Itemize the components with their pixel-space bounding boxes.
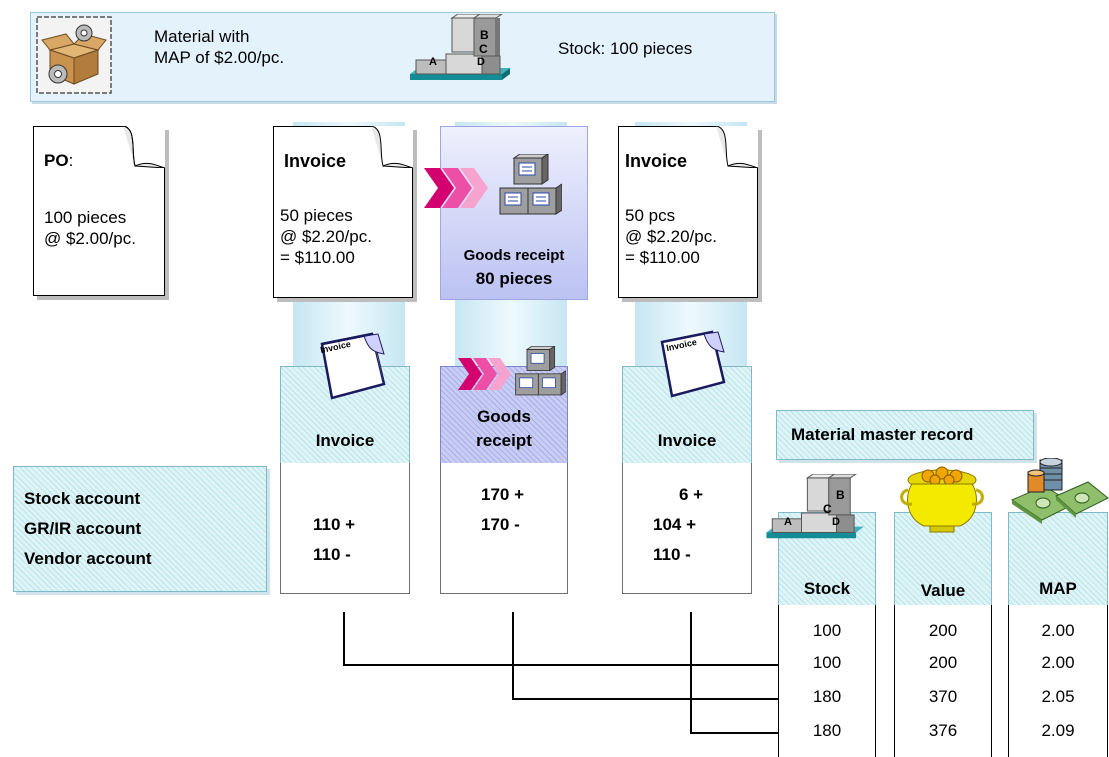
stock-text: Stock: 100 pieces	[558, 39, 693, 58]
invoice-document-1: Invoice 50 pieces @ $2.20/pc. = $110.00	[273, 126, 413, 298]
invoice-2-line-3: = $110.00	[625, 248, 700, 267]
page-curl-icon	[371, 126, 413, 168]
connector-line	[512, 612, 514, 699]
mm-header-map: MAP	[1008, 512, 1108, 606]
mm-column-map: 2.00 2.00 2.05 2.09	[1008, 605, 1108, 757]
posting-header-goods-receipt-line-2: receipt	[476, 431, 532, 450]
goods-receipt-doc-line-1: Goods receipt	[463, 247, 565, 264]
money-stack-icon	[1010, 458, 1109, 524]
mm-value-row-2: 200	[928, 653, 958, 672]
posting-header-invoice-1-label: Invoice	[315, 431, 375, 450]
invoice-doc-icon	[660, 330, 726, 398]
mm-value-row-3: 370	[928, 687, 958, 706]
mm-map-row-3: 2.05	[1041, 687, 1075, 706]
po-title-line: PO:	[44, 151, 73, 171]
posting-column-invoice-2: 6 + 104 + 110 -	[622, 463, 752, 594]
po-title: PO	[44, 151, 69, 170]
flow-arrow-icon	[424, 168, 488, 208]
posting-3-vendor: 110 -	[653, 545, 691, 564]
material-text-line-2: MAP of $2.00/pc.	[154, 48, 285, 67]
mm-header-map-label: MAP	[1039, 579, 1077, 598]
posting-2-grir: 170 -	[481, 515, 520, 534]
block-label-b: B	[480, 28, 489, 42]
invoice-2-line-1: 50 pcs	[625, 206, 676, 225]
header-banner	[30, 12, 775, 102]
invoice-2-line-2: @ $2.20/pc.	[625, 227, 717, 246]
page-curl-icon	[123, 126, 165, 168]
boxes-icon	[515, 346, 566, 396]
connector-line	[690, 732, 779, 734]
invoice-1-line-3: = $110.00	[280, 248, 355, 267]
material-box-icon	[36, 16, 112, 94]
material-master-title-box: Material master record	[776, 410, 1034, 460]
account-label-grir: GR/IR account	[24, 519, 142, 538]
account-label-stock: Stock account	[24, 489, 141, 508]
posting-column-goods-receipt: 170 + 170 -	[440, 463, 568, 594]
material-text: Material with MAP of $2.00/pc.	[154, 26, 284, 68]
block-label-a: A	[429, 56, 437, 68]
invoice-1-line-1: 50 pieces	[280, 206, 353, 225]
accounts-legend: Stock account GR/IR account Vendor accou…	[13, 466, 267, 592]
po-document: PO: 100 pieces @ $2.00/pc.	[33, 126, 165, 296]
stock-blocks-icon: A B C D	[766, 473, 876, 550]
connector-line	[690, 612, 692, 733]
connector-line	[343, 664, 779, 666]
po-title-colon: :	[68, 151, 74, 170]
mm-stock-row-4: 180	[812, 721, 842, 740]
invoice-1-line-2: @ $2.20/pc.	[280, 227, 372, 246]
posting-column-invoice-1: 110 + 110 -	[280, 463, 410, 594]
goods-receipt-doc-line-2: 80 pieces	[475, 269, 553, 288]
mm-block-label-c: C	[823, 502, 832, 516]
mm-header-value-label: Value	[920, 581, 966, 600]
invoice-document-2: Invoice 50 pcs @ $2.20/pc. = $110.00	[618, 126, 758, 298]
mm-value-row-1: 200	[928, 621, 958, 640]
material-text-line-1: Material with	[154, 27, 250, 46]
connector-line	[343, 612, 345, 665]
invoice-2-details: 50 pcs @ $2.20/pc. = $110.00	[625, 205, 717, 268]
posting-header-invoice-2-label: Invoice	[657, 431, 717, 450]
block-label-d: D	[477, 56, 485, 68]
connector-line	[512, 698, 779, 700]
block-label-c: C	[479, 42, 488, 56]
posting-header-goods-receipt-line-1: Goods	[477, 407, 531, 426]
posting-2-stock: 170 +	[481, 485, 525, 504]
mm-block-label-d: D	[832, 516, 840, 528]
invoice-2-title: Invoice	[625, 151, 688, 171]
invoice-1-title: Invoice	[284, 151, 347, 171]
flow-arrow-icon	[458, 358, 511, 390]
mm-map-row-4: 2.09	[1041, 721, 1075, 740]
mm-value-row-4: 376	[928, 721, 958, 740]
boxes-icon	[499, 154, 562, 215]
mm-block-label-b: B	[836, 488, 845, 502]
mm-block-label-a: A	[784, 516, 792, 528]
mm-stock-row-3: 180	[812, 687, 842, 706]
money-pot-icon	[900, 466, 984, 533]
mm-stock-row-1: 100	[812, 621, 842, 640]
stock-blocks-icon: A B C D	[410, 13, 522, 92]
page-curl-icon	[716, 126, 758, 168]
mm-map-row-1: 2.00	[1041, 621, 1075, 640]
posting-1-grir: 110 +	[313, 515, 356, 534]
po-line-2: @ $2.00/pc.	[44, 229, 136, 248]
material-master-title: Material master record	[791, 425, 974, 444]
po-line-1: 100 pieces	[44, 208, 127, 227]
posting-3-stock: 6 +	[679, 485, 704, 504]
posting-3-grir: 104 +	[653, 515, 697, 534]
mm-map-row-2: 2.00	[1041, 653, 1075, 672]
mm-header-stock-label: Stock	[803, 579, 851, 598]
invoice-1-details: 50 pieces @ $2.20/pc. = $110.00	[280, 205, 372, 268]
mm-column-value: 200 200 370 376	[894, 605, 992, 757]
invoice-doc-icon	[320, 332, 386, 400]
po-details: 100 pieces @ $2.00/pc.	[44, 207, 136, 249]
mm-stock-row-2: 100	[812, 653, 842, 672]
mm-column-stock: 100 100 180 180	[778, 605, 876, 757]
account-label-vendor: Vendor account	[24, 549, 152, 568]
posting-1-vendor: 110 -	[313, 545, 351, 564]
